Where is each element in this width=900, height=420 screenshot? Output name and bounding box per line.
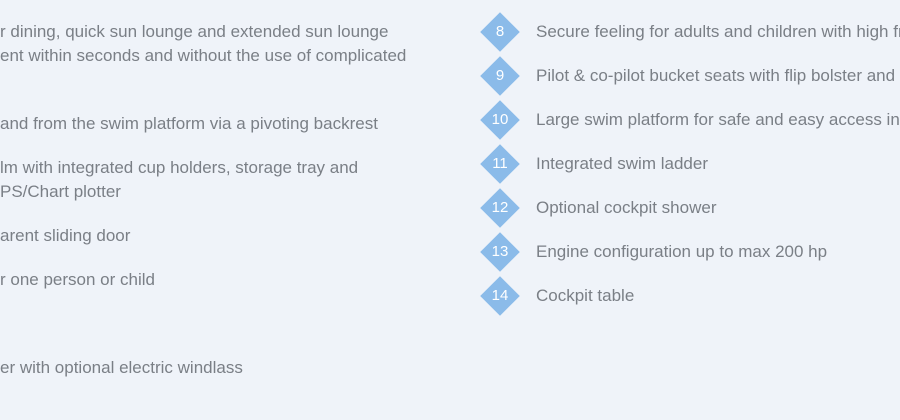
badge-number: 14	[491, 287, 509, 304]
badge-number: 11	[492, 155, 508, 172]
feature-item: 13 Engine configuration up to max 200 hp	[480, 232, 900, 272]
number-badge: 14	[480, 276, 520, 316]
feature-item: 9 Pilot & co-pilot bucket seats with fli…	[480, 56, 900, 96]
feature-item: 12 Optional cockpit shower	[480, 188, 900, 228]
badge-number: 13	[491, 243, 509, 260]
number-badge: 9	[480, 56, 520, 96]
feature-text: Secure feeling for adults and children w…	[536, 22, 900, 41]
number-badge: 12	[480, 188, 520, 228]
number-badge: 11	[480, 144, 520, 184]
number-badge: 13	[480, 232, 520, 272]
feature-text: Pilot & co-pilot bucket seats with flip …	[536, 66, 896, 85]
left-feature-line: lm with integrated cup holders, storage …	[0, 158, 359, 177]
feature-item: 14 Cockpit table	[480, 276, 900, 316]
number-badge: 8	[480, 12, 520, 52]
feature-item: 11 Integrated swim ladder	[480, 144, 900, 184]
left-feature-line: PS/Chart plotter	[0, 182, 121, 201]
left-feature-line: arent sliding door	[0, 226, 131, 245]
feature-text: Engine configuration up to max 200 hp	[536, 242, 828, 261]
badge-number: 12	[491, 199, 509, 216]
feature-text: Integrated swim ladder	[536, 154, 708, 173]
feature-text: Cockpit table	[536, 286, 635, 305]
left-feature-line: er with optional electric windlass	[0, 358, 243, 377]
badge-number: 10	[491, 111, 509, 128]
feature-item: 8 Secure feeling for adults and children…	[480, 12, 900, 52]
badge-number: 8	[495, 23, 505, 40]
badge-number: 9	[495, 67, 505, 84]
left-feature-line: r one person or child	[0, 270, 155, 289]
feature-text: Large swim platform for safe and easy ac…	[536, 110, 900, 129]
left-feature-line: and from the swim platform via a pivotin…	[0, 114, 378, 133]
number-badge: 10	[480, 100, 520, 140]
left-feature-line: ent within seconds and without the use o…	[0, 46, 407, 65]
feature-item: 10 Large swim platform for safe and easy…	[480, 100, 900, 140]
left-feature-line: r dining, quick sun lounge and extended …	[0, 22, 389, 41]
feature-text: Optional cockpit shower	[536, 198, 717, 217]
